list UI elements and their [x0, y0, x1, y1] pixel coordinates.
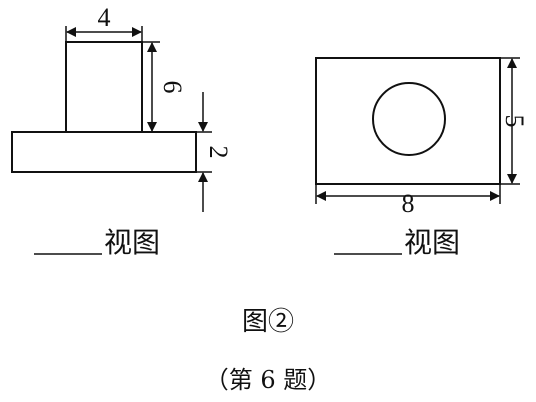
left-view: [11, 26, 212, 212]
base-rect: [11, 131, 197, 173]
dim-label-6: 6: [158, 81, 187, 94]
dim-label-2: 2: [204, 146, 233, 159]
top-rect: [315, 57, 501, 185]
dim-label-5: 5: [500, 115, 529, 128]
left-view-caption: 视图: [104, 226, 160, 259]
hole-circle: [372, 82, 446, 156]
right-view-caption: 视图: [404, 226, 460, 259]
question-label: （第 6 题）: [205, 366, 332, 394]
post-rect: [65, 41, 143, 133]
right-view: [315, 57, 520, 204]
dim-label-8: 8: [402, 189, 415, 218]
figure-label: 图②: [242, 307, 294, 337]
dim-label-4: 4: [98, 3, 111, 32]
